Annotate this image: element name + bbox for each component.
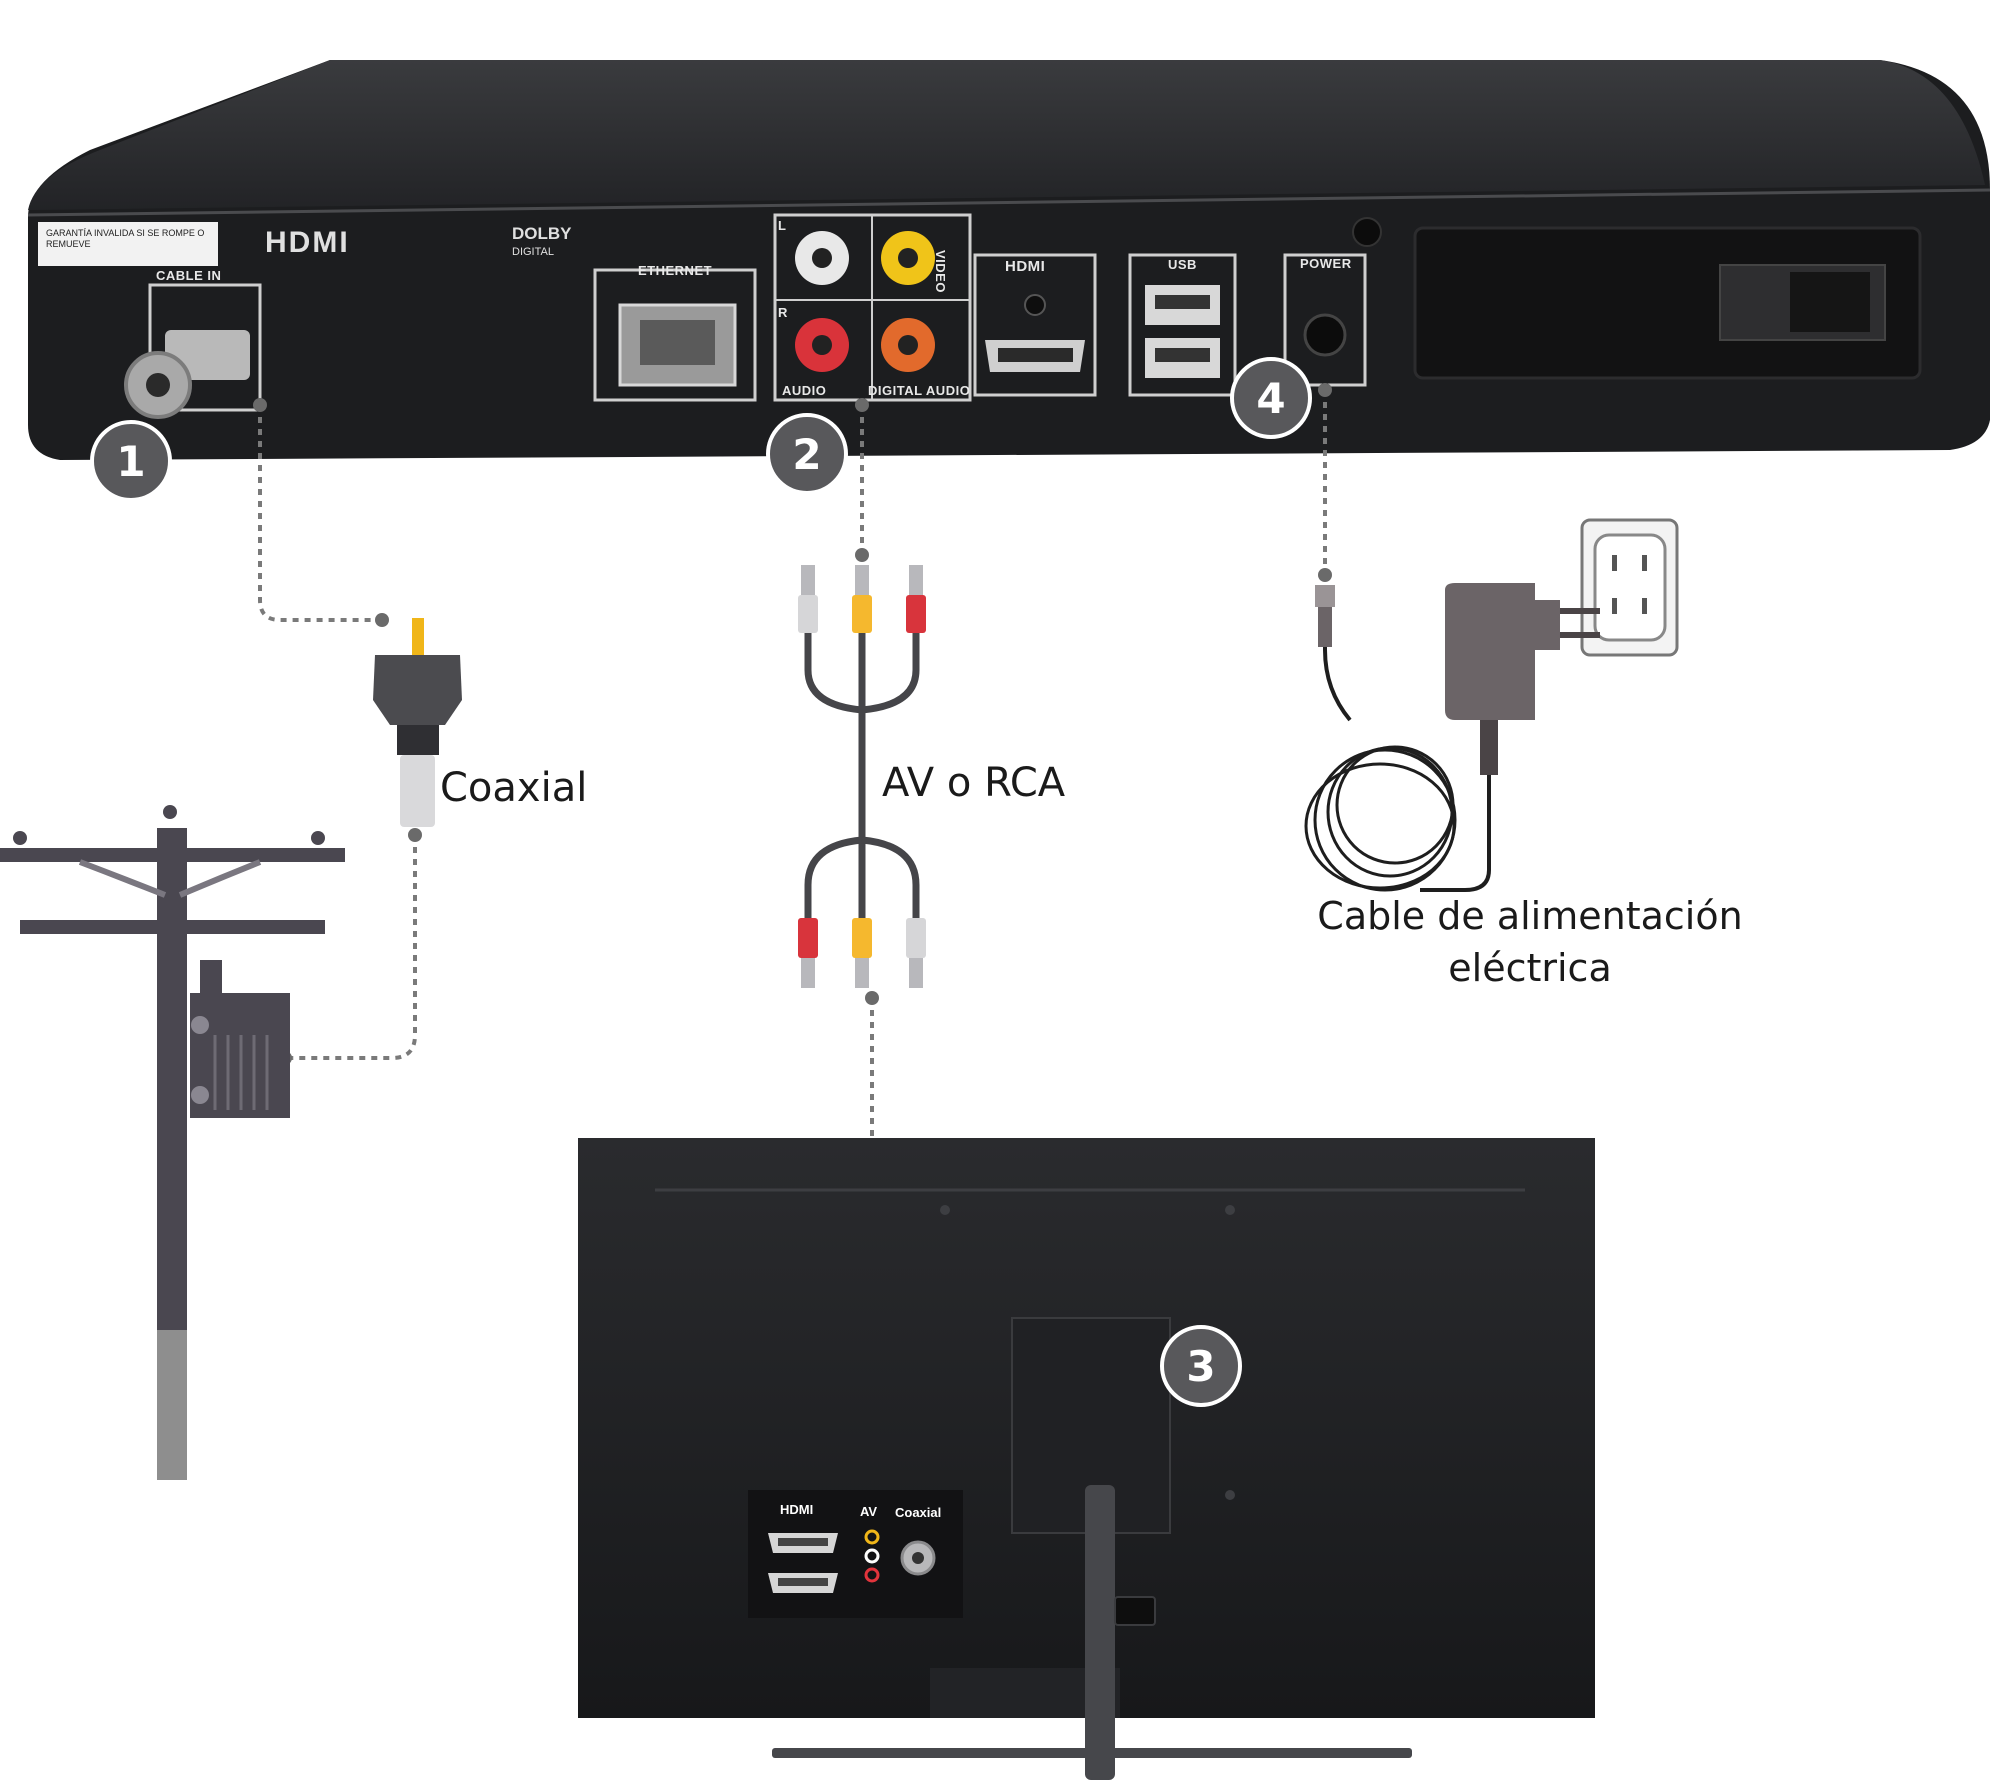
coax-line-top [258, 405, 382, 622]
power-adapter-icon [1304, 518, 1679, 892]
coax-connector [124, 330, 250, 419]
audio-label: AUDIO [782, 383, 827, 398]
tv-av-white [864, 1548, 880, 1564]
power-cable-label: Cable de alimentación eléctrica [1317, 894, 1743, 990]
set-top-box [27, 60, 1991, 460]
hdmi-port-label: HDMI [1005, 258, 1046, 275]
power-label: POWER [1300, 256, 1352, 271]
digital-audio-label: DIGITAL AUDIO [868, 383, 971, 398]
right-channel-label: R [778, 305, 788, 320]
dolby-logo-sub: DIGITAL [512, 246, 554, 258]
usb-label: USB [1168, 257, 1197, 272]
tv-hdmi-label: HDMI [780, 1502, 814, 1517]
tv-av-label: AV [860, 1504, 878, 1519]
av-rca-label: AV o RCA [882, 760, 1066, 806]
left-channel-label: L [778, 218, 787, 233]
cable-in-port-frame [148, 283, 262, 412]
utility-pole-icon [0, 805, 345, 1480]
usb-port-frame [1128, 253, 1237, 397]
coax-plug-icon [373, 618, 462, 827]
tv-stand [1085, 1485, 1115, 1780]
rca-cable-icon [798, 565, 926, 988]
ethernet-port-frame [593, 268, 757, 402]
step-badge-1: 1 [90, 420, 172, 502]
tv-av-yellow [864, 1529, 880, 1545]
coaxial-label: Coaxial [440, 765, 588, 811]
coax-line-bottom [285, 835, 417, 1060]
ethernet-label: ETHERNET [638, 263, 713, 278]
hdmi-port-frame [973, 253, 1097, 397]
cable-in-label: CABLE IN [156, 268, 222, 283]
tv-av-red [864, 1567, 880, 1583]
tv-back-panel [578, 1138, 1595, 1780]
connector-lines [258, 390, 1327, 1495]
warranty-sticker: GARANTÍA INVALIDA SI SE ROMPE O REMUEVE [38, 222, 218, 266]
hdmi-logo: HDMI [265, 226, 350, 259]
step-badge-3: 3 [1160, 1325, 1242, 1407]
tv-coaxial-label: Coaxial [895, 1505, 942, 1520]
dolby-logo-text: DOLBY [512, 224, 572, 243]
step-badge-2: 2 [766, 413, 848, 495]
power-port [1303, 313, 1347, 357]
video-label: VIDEO [933, 250, 948, 293]
dolby-logo: DOLBY DIGITAL [512, 224, 572, 260]
step-badge-4: 4 [1230, 357, 1312, 439]
